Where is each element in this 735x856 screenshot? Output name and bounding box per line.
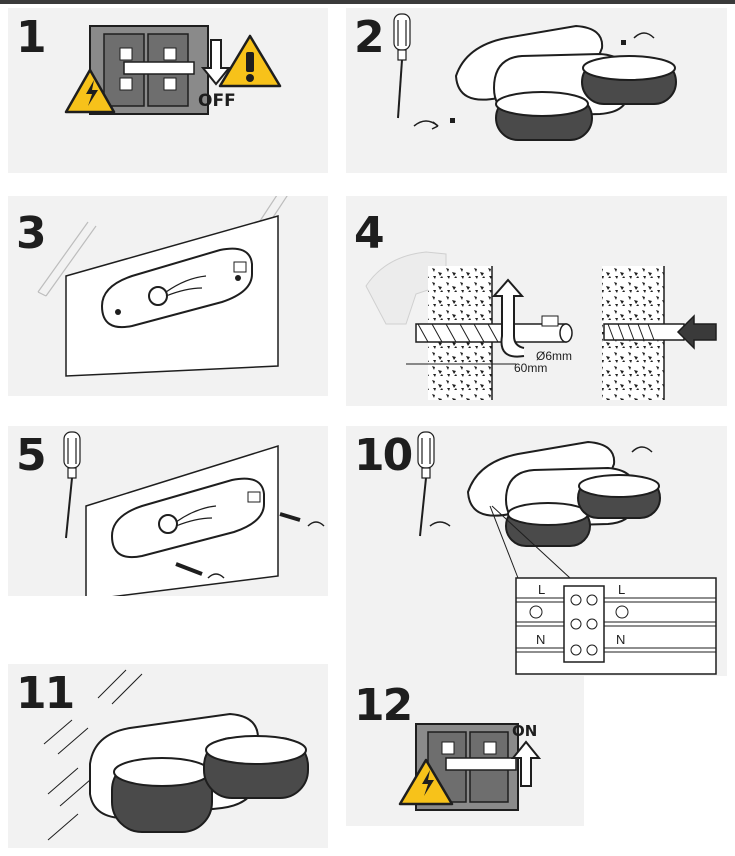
wiring-illustration: L L N N bbox=[417, 431, 717, 675]
step-number: 1 bbox=[16, 12, 47, 63]
hole-diameter-label: Ø6mm bbox=[536, 349, 572, 363]
step-4-panel: 4 Ø6mm 60mm bbox=[346, 196, 727, 406]
step-12-panel: 12 ON bbox=[346, 676, 584, 826]
step-number: 11 bbox=[16, 668, 75, 719]
neutral-label-right: N bbox=[616, 632, 625, 647]
switch-on-illustration: ON bbox=[398, 722, 542, 811]
earth-icon bbox=[615, 605, 629, 619]
terminal-block bbox=[563, 585, 605, 663]
remove-cover-illustration bbox=[393, 13, 677, 141]
step-number: 10 bbox=[354, 430, 413, 481]
step-number: 2 bbox=[354, 12, 385, 63]
live-label-left: L bbox=[538, 582, 545, 597]
mark-holes-illustration bbox=[37, 196, 288, 377]
fix-base-illustration bbox=[63, 431, 325, 596]
step-2-panel: 2 bbox=[346, 8, 727, 173]
neutral-label-left: N bbox=[536, 632, 545, 647]
step-10-panel: 10 L L bbox=[346, 426, 727, 676]
on-label: ON bbox=[512, 722, 537, 740]
drill-and-plug-illustration: Ø6mm 60mm bbox=[365, 251, 717, 400]
hole-depth-label: 60mm bbox=[514, 361, 547, 375]
step-11-panel: 11 bbox=[8, 664, 328, 848]
mount-lamp-illustration bbox=[43, 669, 309, 841]
step-number: 5 bbox=[16, 430, 47, 481]
off-label: OFF bbox=[198, 91, 236, 111]
live-label-right: L bbox=[618, 582, 625, 597]
switch-off-illustration: OFF bbox=[64, 25, 282, 115]
step-number: 12 bbox=[354, 680, 413, 731]
top-border bbox=[0, 0, 735, 4]
earth-icon bbox=[529, 605, 543, 619]
step-3-panel: 3 bbox=[8, 196, 328, 396]
step-1-panel: 1 OFF bbox=[8, 8, 328, 173]
step-number: 4 bbox=[354, 208, 385, 259]
step-5-panel: 5 bbox=[8, 426, 328, 596]
step-number: 3 bbox=[16, 208, 47, 259]
